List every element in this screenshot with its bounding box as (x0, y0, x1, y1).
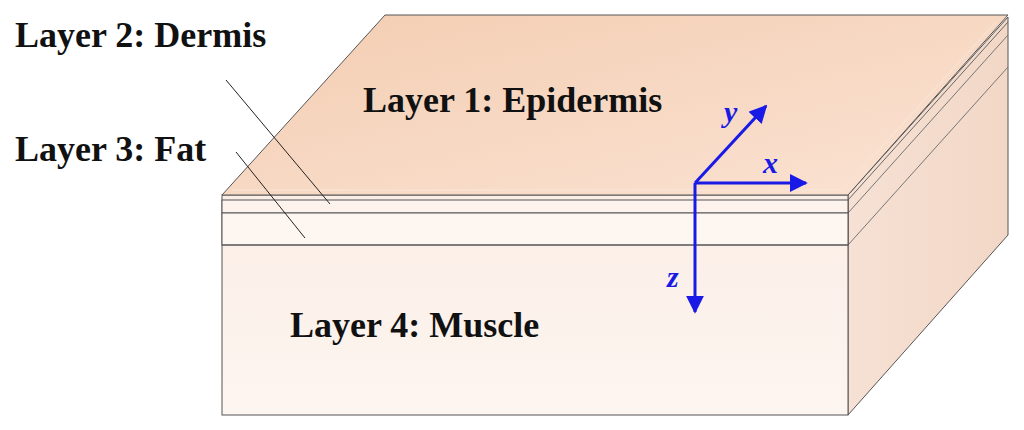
layer-label: Layer 2: Dermis (15, 17, 266, 53)
dermis-band (222, 200, 848, 213)
front-face (222, 195, 848, 415)
axis-label: x (763, 148, 778, 178)
top-highlight (232, 22, 996, 190)
muscle-top-line (222, 245, 848, 246)
layer-label: Layer 3: Fat (15, 131, 206, 167)
leader-line (236, 152, 305, 238)
z-axis-arrow (694, 183, 697, 312)
x-axis-arrow (695, 182, 806, 185)
layer-label: Layer 1: Epidermis (363, 82, 662, 118)
axis-label: z (667, 262, 679, 292)
axis-label: y (724, 97, 737, 127)
leader-line (226, 80, 330, 204)
layer-label: Layer 4: Muscle (290, 307, 539, 343)
fat-band (222, 213, 848, 245)
top-face (222, 15, 1008, 195)
